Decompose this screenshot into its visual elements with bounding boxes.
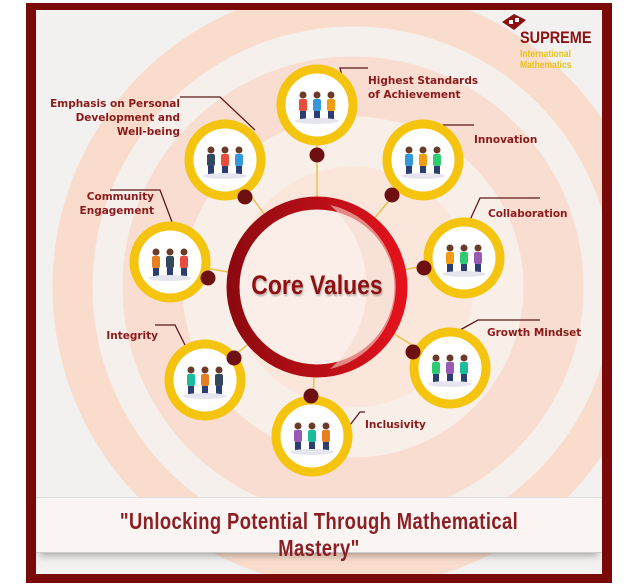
core-values-title: Core Values: [251, 270, 383, 300]
illustration-integrity-icon: [183, 366, 227, 399]
leader-line: [349, 411, 365, 426]
value-node-growth-mindset: [409, 327, 491, 409]
label-growth-mindset: Growth Mindset: [487, 327, 582, 339]
value-node-highest-standards: [276, 64, 358, 146]
connector-dot: [416, 260, 432, 276]
value-node-community-engagement: [129, 221, 211, 303]
illustration-highest-standards-icon: [295, 91, 339, 124]
leader-line: [110, 189, 176, 231]
illustration-inclusivity-icon: [290, 422, 334, 455]
quote-banner: [36, 497, 602, 553]
label-innovation: Innovation: [474, 134, 538, 146]
leader-line: [469, 197, 540, 221]
value-node-inclusivity: [271, 395, 353, 477]
illustration-community-engagement-icon: [148, 248, 192, 281]
quote-text: "Unlocking Potential Through Mathematica…: [119, 508, 519, 561]
label-collaboration: Collaboration: [488, 208, 568, 220]
connector-dot: [200, 270, 216, 286]
value-node-innovation: [382, 119, 464, 201]
connector-dot: [237, 189, 253, 205]
connector-dot: [226, 350, 242, 366]
value-node-integrity: [164, 339, 246, 421]
connector-dot: [384, 187, 400, 203]
label-inclusivity: Inclusivity: [365, 419, 426, 431]
leader-line: [180, 96, 256, 131]
leader-line: [459, 319, 540, 331]
leader-line: [155, 324, 186, 346]
illustration-collaboration-icon: [442, 244, 486, 277]
value-node-personal-development: [184, 119, 266, 201]
connector-dot: [303, 388, 319, 404]
logo-graduation-cap-icon: [502, 14, 526, 30]
illustration-personal-development-icon: [203, 146, 247, 179]
connector-dot: [309, 147, 325, 163]
label-integrity: Integrity: [106, 330, 158, 342]
value-node-collaboration: [423, 217, 505, 299]
illustration-growth-mindset-icon: [428, 354, 472, 387]
connector-dot: [405, 344, 421, 360]
illustration-innovation-icon: [401, 146, 445, 179]
